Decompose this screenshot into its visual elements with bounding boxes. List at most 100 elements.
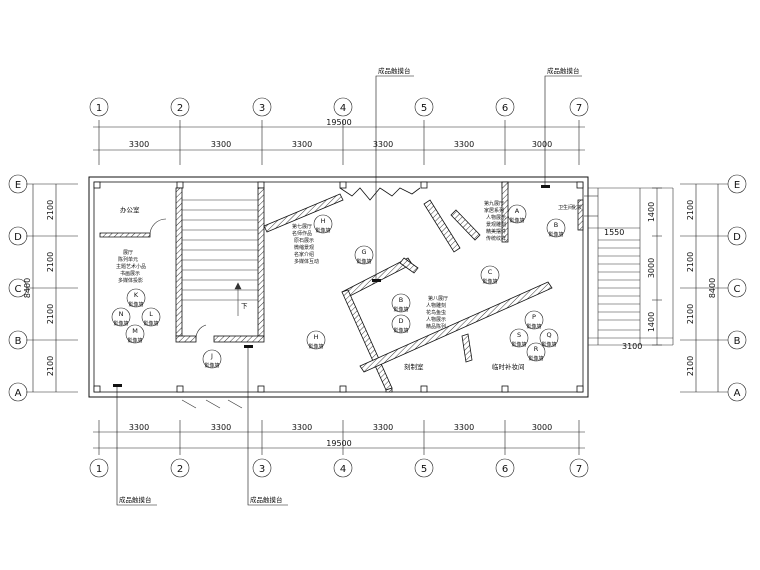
- grid-top-3: 3: [259, 103, 265, 114]
- row-span-left-3: 2100: [46, 304, 55, 324]
- marker-B-right-label: 影像墙: [548, 231, 563, 238]
- hall9-note-6: 传统纹样: [486, 235, 506, 242]
- marker-L-label: 影像墙: [143, 320, 158, 327]
- marker-N-letter: N: [119, 310, 124, 318]
- hall9-note-2: 家居系列: [484, 207, 504, 214]
- marker-K-label: 影像墙: [128, 301, 143, 308]
- marker-L: L 影像墙: [141, 307, 161, 327]
- grid-bottom-5: 5: [421, 464, 427, 475]
- marker-C-label: 影像墙: [482, 278, 497, 285]
- span-top-2: 3300: [211, 140, 231, 149]
- product-counter-callouts: [116, 75, 582, 506]
- top-dimensions: 19500 3300 3300 3300 3300 3300 3000: [93, 118, 585, 165]
- hall7-note-6: 多媒体互动: [294, 258, 319, 265]
- marker-B-center-letter: B: [399, 296, 403, 304]
- hall8-notes: 第八展厅 人物雕刻 花鸟鱼虫 人物展示 精品陈列: [426, 295, 448, 330]
- grid-top-6: 6: [502, 103, 508, 114]
- marker-H-top-label: 影像墙: [315, 227, 330, 234]
- marker-M-letter: M: [132, 327, 138, 335]
- row-span-left-2: 2100: [46, 252, 55, 272]
- hall7-note-3: 原石展示: [294, 238, 314, 244]
- entrance-lines: [181, 399, 243, 409]
- marker-H-center-label: 影像墙: [308, 343, 323, 350]
- left-dimensions: 8400 2100 2100 2100 2100 E D C B A: [8, 174, 78, 402]
- stair-width: 1550: [604, 228, 624, 237]
- wc-note-1: 卫生间: [558, 204, 573, 211]
- marker-H-top: H 影像墙: [313, 214, 333, 234]
- marker-B-center-label: 影像墙: [393, 306, 408, 313]
- top-grid-bubbles: 1 2 3 4 5 6 7: [89, 97, 589, 117]
- display-markers: A 影像墙 B 影像墙 C 影像墙 G 影像墙 H 影像墙 B 影像墙 D 影像…: [111, 204, 566, 369]
- marker-D-letter: D: [398, 317, 403, 325]
- building-walls: [88, 176, 589, 398]
- marker-H-center: H 影像墙: [306, 330, 326, 350]
- stair-down-label: 下: [241, 302, 248, 310]
- wc-notes: 卫生间 化妆: [558, 204, 582, 211]
- grid-bottom-2: 2: [177, 464, 183, 475]
- right-dimensions: 2100 2100 2100 2100 8400 E D C B A: [680, 174, 747, 402]
- room-engraving: 刻制室: [404, 362, 424, 371]
- hall8-note-2: 人物雕刻: [426, 302, 446, 309]
- stair-dim-1: 1400: [647, 202, 656, 222]
- grid-left-B: B: [15, 336, 22, 347]
- hall8-note-5: 精品陈列: [426, 323, 446, 330]
- bottom-grid-bubbles: 1 2 3 4 5 6 7: [89, 458, 589, 478]
- marker-N: N 影像墙: [111, 307, 131, 327]
- span-top-4: 3300: [373, 140, 393, 149]
- grid-bottom-1: 1: [96, 464, 102, 475]
- hall7-notes: 第七展厅 名师作品 原石展示 微缩景观 名家介绍 多媒体互动: [292, 223, 319, 265]
- marker-A: A 影像墙: [507, 204, 527, 224]
- marker-N-label: 影像墙: [113, 320, 128, 327]
- hall9-note-1: 第九展厅: [484, 200, 504, 207]
- total-width-top: 19500: [326, 118, 351, 127]
- row-span-left-4: 2100: [46, 356, 55, 376]
- marker-M-label: 影像墙: [127, 337, 142, 344]
- grid-right-D: D: [733, 232, 741, 243]
- grid-top-5: 5: [421, 103, 427, 114]
- marker-S-letter: S: [517, 331, 521, 339]
- span-bottom-5: 3300: [454, 423, 474, 432]
- marker-H-top-letter: H: [321, 217, 326, 225]
- stair-dim-2: 3000: [647, 258, 656, 278]
- marker-P-letter: P: [532, 313, 536, 321]
- grid-right-E: E: [734, 180, 740, 191]
- grid-top-1: 1: [96, 103, 102, 114]
- hall7-note-2: 名师作品: [292, 230, 312, 237]
- span-bottom-2: 3300: [211, 423, 231, 432]
- hall7-note-1: 第七展厅: [292, 223, 312, 230]
- counter-label-3: 成品触摸台: [119, 495, 152, 504]
- counter-label-4: 成品触摸台: [250, 495, 283, 504]
- span-bottom-6: 3000: [532, 423, 552, 432]
- marker-B-right-letter: B: [554, 221, 558, 229]
- span-top-5: 3300: [454, 140, 474, 149]
- row-span-right-3: 2100: [686, 304, 695, 324]
- external-stair: [584, 187, 674, 346]
- marker-B-center: B 影像墙: [391, 293, 411, 313]
- hall1-note-4: 书画展示: [120, 270, 140, 277]
- bottom-dimensions: 3300 3300 3300 3300 3300 3000 19500: [93, 420, 585, 455]
- marker-P-label: 影像墙: [526, 323, 541, 330]
- marker-B-right: B 影像墙: [546, 218, 566, 238]
- hall9-notes: 第九展厅 家居系列 人物展示 景观雕刻 精美摆件 传统纹样: [484, 200, 506, 242]
- span-top-1: 3300: [129, 140, 149, 149]
- marker-M: M 影像墙: [125, 324, 145, 344]
- marker-Q-letter: Q: [546, 331, 551, 339]
- marker-J-label: 影像墙: [204, 362, 219, 369]
- hall9-note-4: 景观雕刻: [486, 221, 506, 228]
- marker-C-letter: C: [488, 268, 493, 276]
- row-span-left-1: 2100: [46, 200, 55, 220]
- counter-label-1: 成品触摸台: [378, 66, 411, 75]
- span-top-3: 3300: [292, 140, 312, 149]
- stair-core: [182, 199, 258, 316]
- hall9-note-3: 人物展示: [486, 214, 506, 221]
- hall8-note-1: 第八展厅: [428, 295, 448, 302]
- hall8-note-3: 花鸟鱼虫: [426, 309, 446, 316]
- marker-P: P 影像墙: [524, 310, 544, 330]
- room-office: 办公室: [120, 205, 140, 214]
- grid-left-C: C: [15, 284, 22, 295]
- marker-K-letter: K: [134, 291, 139, 299]
- marker-G: G 影像墙: [354, 245, 374, 265]
- marker-A-letter: A: [515, 207, 520, 215]
- stair-total: 3100: [622, 342, 642, 351]
